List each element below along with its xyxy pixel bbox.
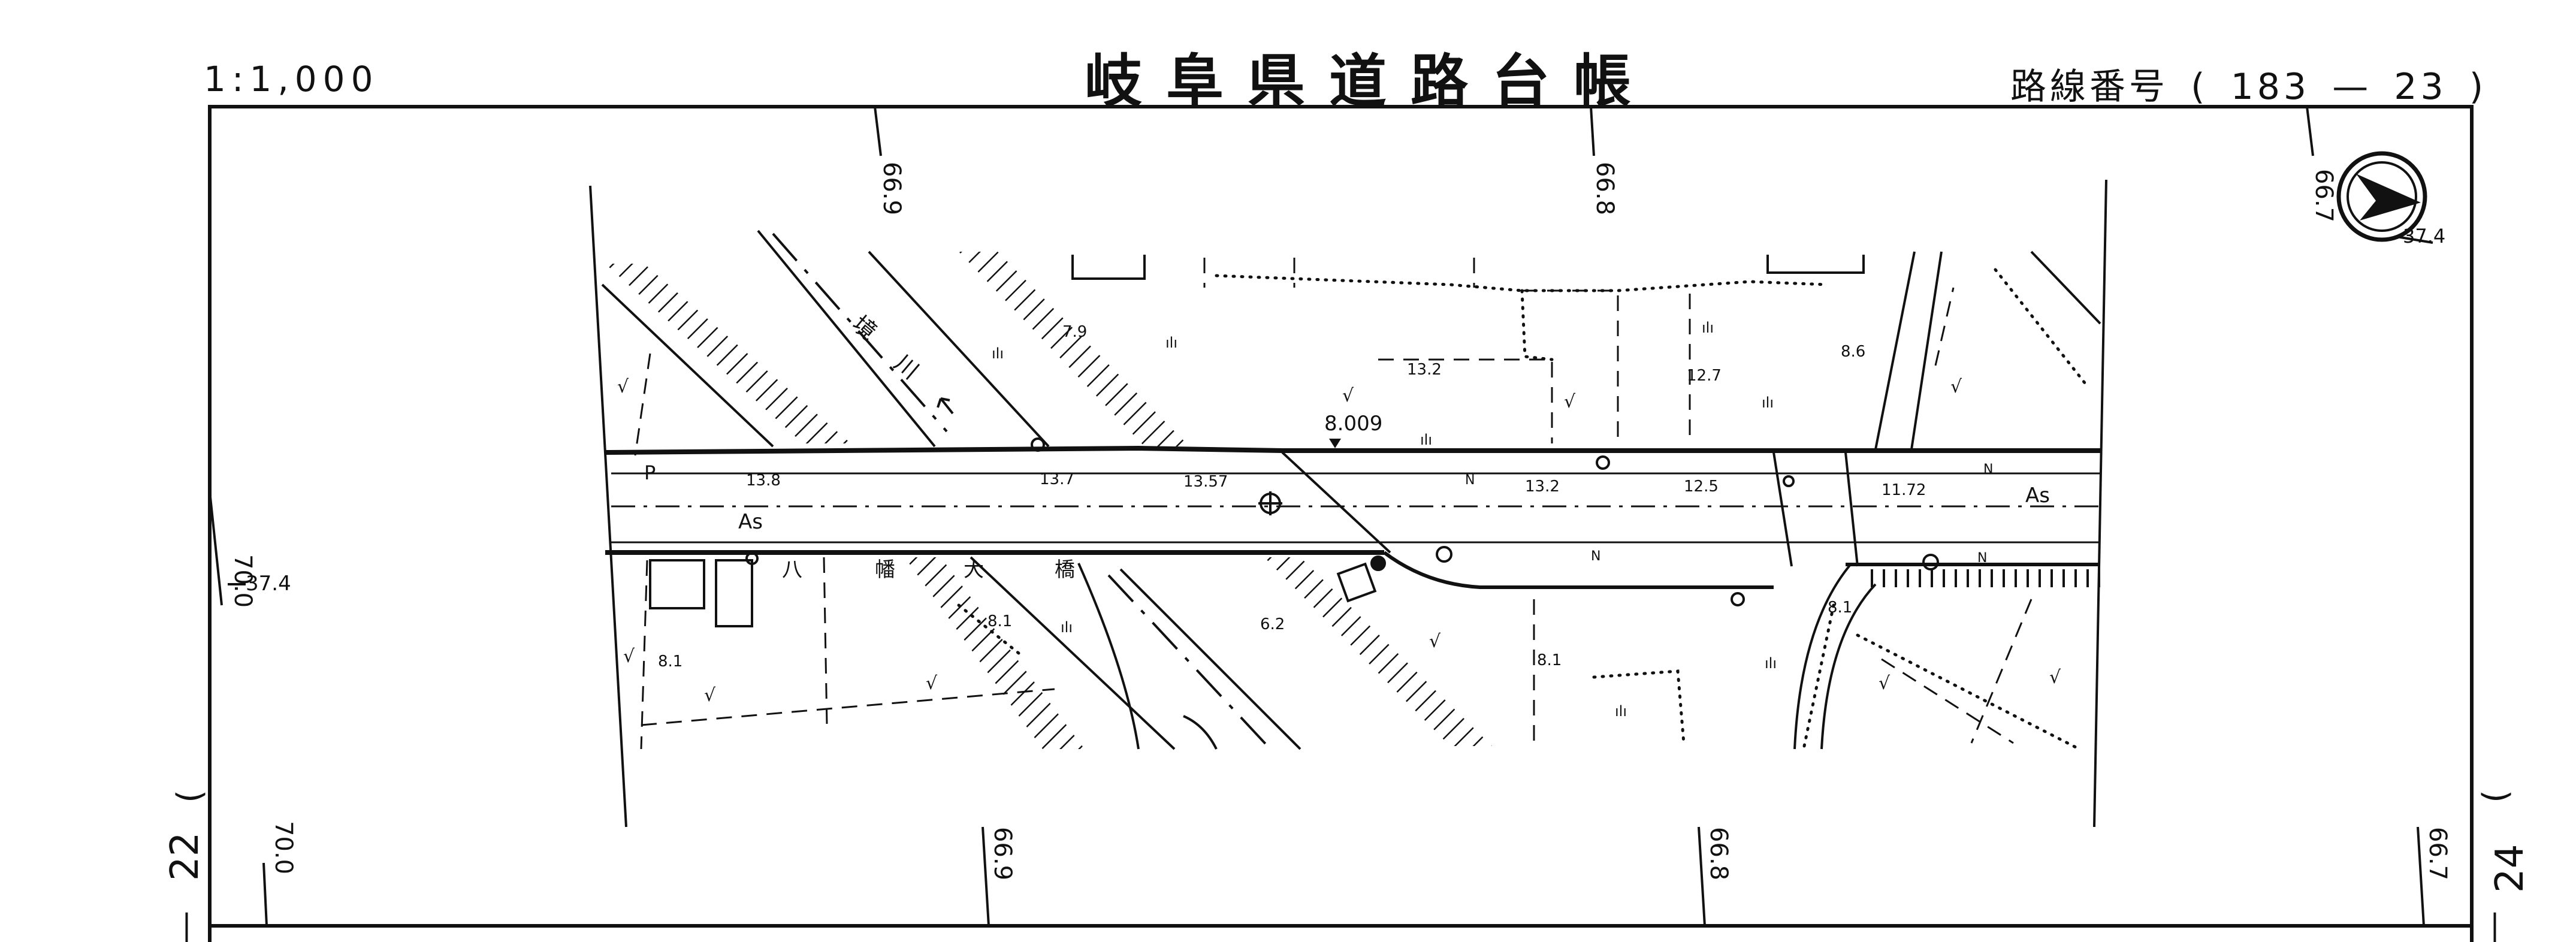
vegetation-symbol: ılı xyxy=(1762,394,1774,411)
field-symbol: √ xyxy=(623,646,635,667)
elev-5: 12.5 xyxy=(1684,478,1719,496)
route-dash: — xyxy=(2332,66,2372,108)
grid-label-top-2: 66.8 xyxy=(1591,162,1618,215)
elev-8: 13.2 xyxy=(1407,361,1442,379)
grid-label-top-3: 66.7 xyxy=(2310,169,2338,222)
field-symbol: √ xyxy=(1950,376,1962,397)
route-number-label: 路線番号 ( 183 — 23 ) xyxy=(2010,58,2494,110)
field-symbol: √ xyxy=(926,673,938,694)
main-road xyxy=(605,445,2100,589)
elev-9: 12.7 xyxy=(1687,367,1722,385)
benchmark-icon xyxy=(1329,439,1341,448)
elevation-left: 37.4 xyxy=(246,572,291,596)
bridge-char-2: 幡 xyxy=(875,558,895,582)
route-paren-close: ) xyxy=(2469,66,2487,108)
vegetation-symbol: ılı xyxy=(1061,619,1073,636)
side-road-edges xyxy=(649,250,2101,750)
grid-label-left: 70.0 xyxy=(229,554,256,608)
north-markers: N N N N xyxy=(1465,462,1993,566)
bridge-char-4: 橋 xyxy=(1055,558,1075,582)
field-symbol: √ xyxy=(1564,391,1576,412)
field-symbol: √ xyxy=(1879,673,1891,694)
elev-1: 13.8 xyxy=(746,472,781,490)
elev-14: 8.1 xyxy=(1537,651,1562,669)
elev-2: 13.7 xyxy=(1040,470,1074,488)
plan-area-border xyxy=(589,179,2107,828)
elev-4: 13.2 xyxy=(1525,478,1560,496)
river-char-1: 境 xyxy=(847,310,881,345)
elev-12: 6.2 xyxy=(1260,615,1285,633)
n-mark-4: N xyxy=(1977,551,1987,566)
benchmark-value: 8.009 xyxy=(1324,412,1382,436)
parking-mark: P xyxy=(644,461,656,484)
grid-label-bottom-1: 70.0 xyxy=(270,821,297,874)
property-lines xyxy=(957,268,2087,751)
sheet-right-paren: ) xyxy=(2477,790,2516,803)
road-center-mark xyxy=(1258,491,1282,515)
n-mark-2: N xyxy=(1983,462,1993,477)
bridge-char-3: 大 xyxy=(964,558,984,582)
elev-10: 8.6 xyxy=(1841,343,1865,361)
sheet-left-number: 22 xyxy=(163,832,207,881)
field-symbol: √ xyxy=(1342,385,1354,406)
sheet-frame xyxy=(208,105,2474,942)
field-symbol: √ xyxy=(2049,667,2061,688)
grid-labels: 66.9 66.8 66.7 70.0 66.9 66.8 66.7 70.0 … xyxy=(229,162,2451,880)
river-char-2: 川 xyxy=(889,349,923,384)
n-mark-1: N xyxy=(1465,473,1475,488)
parcel-boundaries xyxy=(634,258,2033,750)
embankments xyxy=(605,252,2100,749)
route-label: 路線番号 xyxy=(2010,66,2169,108)
north-arrow-icon xyxy=(2336,151,2427,242)
sheet-right-dash: — xyxy=(2477,911,2516,942)
vegetation-symbol: ılı xyxy=(1420,431,1432,448)
spot-elevations: 13.8 13.7 13.57 13.2 12.5 11.72 7.9 13.2… xyxy=(658,323,1926,671)
field-symbol: √ xyxy=(1429,631,1441,652)
route-paren-open: ( xyxy=(2191,66,2209,108)
sheet-right-number: 24 xyxy=(2488,844,2532,893)
grid-label-bottom-2: 66.9 xyxy=(989,827,1016,880)
grid-label-bottom-4: 66.7 xyxy=(2424,827,2451,880)
surface-label-left: As xyxy=(738,510,763,534)
sheet-left-dash: — xyxy=(169,911,208,942)
grid-label-top-1: 66.9 xyxy=(878,162,905,215)
grid-ticks xyxy=(209,106,2433,926)
elev-11: 8.1 xyxy=(987,612,1012,630)
surface-label-right: As xyxy=(2025,484,2050,508)
sheet-number-left: ) 22 — xyxy=(163,790,210,942)
utility-symbols xyxy=(745,437,1939,606)
flow-arrow-icon xyxy=(937,397,954,415)
vegetation-symbol: ılı xyxy=(1165,334,1177,351)
land-use-symbols: ılı ılı ılı ılı ılı ılı ılı ılı √ √ √ √ … xyxy=(617,319,2061,720)
sheet-left-paren: ) xyxy=(171,790,210,803)
field-symbol: √ xyxy=(617,376,629,397)
vegetation-symbol: ılı xyxy=(1702,319,1714,336)
bridge-name: 八 幡 大 橋 xyxy=(782,558,1075,582)
grid-label-bottom-3: 66.8 xyxy=(1705,827,1732,880)
elev-7: 7.9 xyxy=(1062,323,1087,341)
elev-13: 8.1 xyxy=(658,653,682,671)
route-number: 183 xyxy=(2230,66,2311,108)
vegetation-symbol: ılı xyxy=(992,345,1004,362)
map-scale: 1:1,000 xyxy=(204,59,379,99)
field-symbol: √ xyxy=(704,685,716,706)
sheet-number-right: ) 24 — xyxy=(2477,790,2532,942)
elev-15: 8.1 xyxy=(1828,599,1852,617)
vegetation-symbol: ılı xyxy=(1765,655,1777,672)
vegetation-symbol: ılı xyxy=(1615,703,1627,720)
elev-3: 13.57 xyxy=(1183,473,1228,491)
map-title: 岐阜県道路台帳 xyxy=(1085,47,1655,115)
bridge-char-1: 八 xyxy=(782,558,802,582)
route-section: 23 xyxy=(2394,66,2447,108)
n-mark-3: N xyxy=(1591,549,1600,564)
river-lines xyxy=(601,230,1301,750)
elev-6: 11.72 xyxy=(1882,481,1926,499)
